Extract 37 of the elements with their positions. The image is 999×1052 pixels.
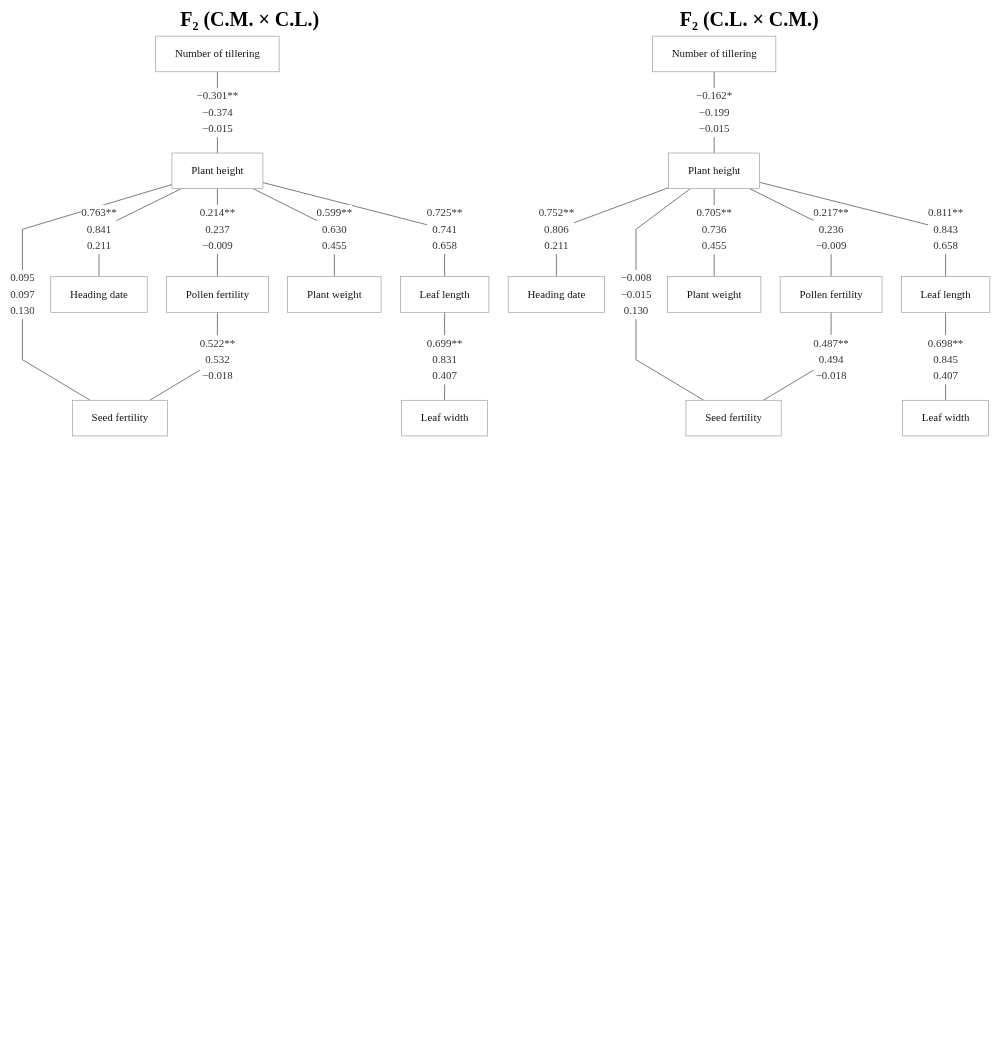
edge-label: 0.752** 0.806 0.211 <box>538 206 574 252</box>
node-box: Plant height <box>171 152 263 189</box>
node-box: Plant weight <box>286 276 381 313</box>
node-box: Leaf width <box>400 399 488 437</box>
edge-label: 0.811** 0.843 0.658 <box>927 206 963 252</box>
edge-label: 0.725** 0.741 0.658 <box>426 206 462 252</box>
edge-label: 0.522** 0.532 −0.018 <box>199 337 235 382</box>
panel-heading: F₂ (C.M. × C.L.) <box>180 8 320 31</box>
edge-label: 0.699** 0.831 0.407 <box>426 337 462 382</box>
node-box: Pollen fertility <box>165 276 269 313</box>
node-box: Number of tillering <box>651 35 776 73</box>
node-box: Leaf width <box>901 399 989 437</box>
node-box: Pollen fertility <box>779 276 882 313</box>
connector <box>21 184 172 401</box>
edge-label: −0.008 −0.015 0.130 <box>620 271 651 317</box>
node-box: Number of tillering <box>154 35 279 73</box>
node-box: Seed fertility <box>685 399 781 437</box>
edge-label: 0.217** 0.236 −0.009 <box>812 206 849 252</box>
node-box: Seed fertility <box>71 399 168 437</box>
node-box: Plant height <box>667 152 760 189</box>
edge-label: −0.162* −0.199 −0.015 <box>695 89 732 135</box>
edge-label: 0.487** 0.494 −0.018 <box>812 337 849 382</box>
edge-label: 0.599** 0.630 0.455 <box>316 206 352 252</box>
node-box: Leaf length <box>399 276 489 313</box>
panel-heading: F₂ (C.L. × C.M.) <box>679 8 819 31</box>
node-box: Plant weight <box>666 276 761 313</box>
edge-label: 0.763** 0.841 0.211 <box>80 206 117 252</box>
edge-label: 0.214** 0.237 −0.009 <box>199 206 235 252</box>
connector <box>262 182 445 277</box>
node-box: Heading date <box>507 276 605 313</box>
node-box: Leaf length <box>900 276 990 313</box>
edge-label: −0.301** −0.374 −0.015 <box>196 89 238 135</box>
edge-label: 0.095 0.097 0.130 <box>9 271 35 317</box>
node-box: Heading date <box>49 276 147 313</box>
connector <box>758 182 946 277</box>
edge-label: 0.705** 0.736 0.455 <box>695 206 732 252</box>
edge-label: 0.698** 0.845 0.407 <box>927 337 963 382</box>
